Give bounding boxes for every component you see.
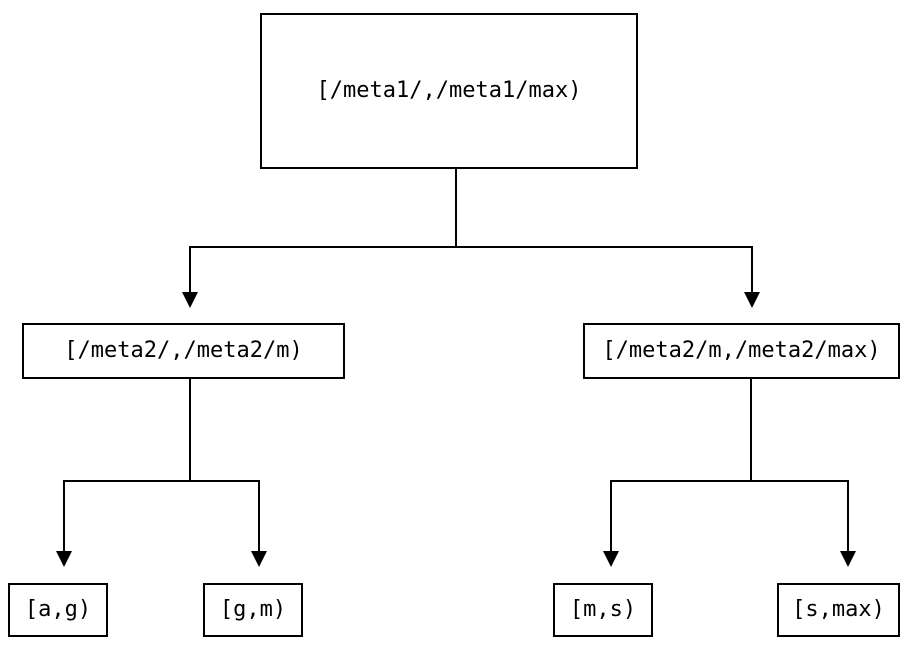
tree-leaf-ms-label: [m,s) (569, 597, 637, 622)
tree-node-root: [/meta1/,/meta1/max) (260, 13, 638, 169)
tree-node-meta2-high: [/meta2/m,/meta2/max) (583, 323, 900, 379)
tree-node-meta2-low-label: [/meta2/,/meta2/m) (64, 338, 303, 363)
tree-leaf-ag-label: [a,g) (24, 597, 92, 622)
tree-leaf-ms: [m,s) (553, 583, 653, 637)
edge-left-children (56, 379, 267, 567)
arrowhead-left-icon (182, 292, 198, 308)
tree-leaf-gm: [g,m) (203, 583, 303, 637)
tree-leaf-smax-label: [s,max) (792, 597, 885, 622)
arrowhead-gm-icon (251, 551, 267, 567)
tree-node-root-label: [/meta1/,/meta1/max) (316, 78, 582, 103)
arrowhead-right-icon (744, 292, 760, 308)
arrowhead-ag-icon (56, 551, 72, 567)
tree-leaf-smax: [s,max) (777, 583, 900, 637)
edge-root-children (182, 169, 760, 308)
tree-leaf-gm-label: [g,m) (219, 597, 287, 622)
tree-node-meta2-low: [/meta2/,/meta2/m) (22, 323, 345, 379)
edge-right-children (603, 379, 856, 567)
tree-node-meta2-high-label: [/meta2/m,/meta2/max) (602, 338, 881, 363)
tree-leaf-ag: [a,g) (8, 583, 108, 637)
arrowhead-ms-icon (603, 551, 619, 567)
arrowhead-smax-icon (840, 551, 856, 567)
